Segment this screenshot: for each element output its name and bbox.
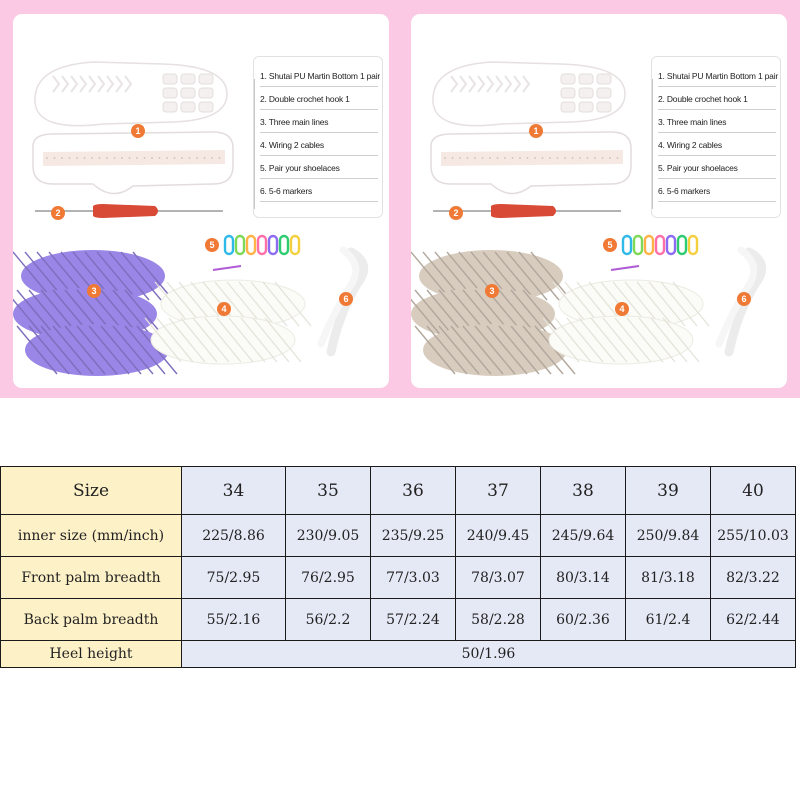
item-number-badge: 5 — [205, 238, 219, 252]
cell-value: 82/3.22 — [710, 556, 796, 599]
legend-item: 3. Three main lines — [260, 117, 329, 127]
contents-legend: 1. Shutai PU Martin Bottom 1 pair 2. Doub… — [651, 56, 781, 218]
size-chart-table: Size 34 35 36 37 38 39 40 inner size (mm… — [0, 466, 796, 668]
legend-divider — [658, 155, 776, 156]
legend-item: 5. Pair your shoelaces — [260, 163, 340, 173]
legend-item: 2. Double crochet hook 1 — [658, 94, 748, 104]
main-yarn-image — [411, 250, 576, 376]
size-header-row: Size 34 35 36 37 38 39 40 — [0, 466, 796, 515]
table-row: inner size (mm/inch) 225/8.86 230/9.05 2… — [0, 514, 796, 557]
stitch-markers-image — [610, 234, 699, 271]
legend-item: 3. Three main lines — [658, 117, 727, 127]
cell-value: 81/3.18 — [625, 556, 711, 599]
cell-value: 62/2.44 — [710, 598, 796, 641]
size-37: 37 — [455, 466, 541, 515]
cell-value: 230/9.05 — [285, 514, 371, 557]
cell-value: 56/2.2 — [285, 598, 371, 641]
kit-panel-purple: 1 2 3 4 5 6 1. Shutai PU Martin Bottom 1 pair 2… — [13, 14, 389, 388]
cell-value: 80/3.14 — [540, 556, 626, 599]
size-34: 34 — [181, 466, 286, 515]
wiring-cable-image — [144, 279, 312, 365]
cell-value: 245/9.64 — [540, 514, 626, 557]
crochet-hook-image — [433, 204, 621, 218]
legend-divider — [260, 155, 378, 156]
row-label-inner-size: inner size (mm/inch) — [0, 514, 182, 557]
stitch-markers-image — [212, 234, 301, 271]
cell-value: 61/2.4 — [625, 598, 711, 641]
legend-divider — [652, 79, 653, 209]
legend-divider — [658, 201, 776, 202]
item-number-badge: 1 — [529, 124, 543, 138]
wiring-cable-image — [542, 279, 710, 365]
legend-item: 2. Double crochet hook 1 — [260, 94, 350, 104]
legend-item: 1. Shutai PU Martin Bottom 1 pair — [658, 71, 779, 81]
kit-panel-beige: 1 2 3 4 5 6 1. Shutai PU Martin Bottom 1 pair 2… — [411, 14, 787, 388]
item-number-badge: 2 — [51, 206, 65, 220]
legend-divider — [254, 79, 255, 209]
shoelace-image — [715, 246, 767, 357]
legend-divider — [658, 178, 776, 179]
cell-value: 225/8.86 — [181, 514, 286, 557]
heel-height-value: 50/1.96 — [181, 640, 796, 668]
cell-value: 78/3.07 — [455, 556, 541, 599]
legend-divider — [658, 109, 776, 110]
cell-value: 75/2.95 — [181, 556, 286, 599]
cell-value: 240/9.45 — [455, 514, 541, 557]
shoelace-image — [317, 246, 369, 357]
cell-value: 255/10.03 — [710, 514, 796, 557]
cell-value: 76/2.95 — [285, 556, 371, 599]
legend-item: 1. Shutai PU Martin Bottom 1 pair — [260, 71, 381, 81]
cell-value: 57/2.24 — [370, 598, 456, 641]
cell-value: 77/3.03 — [370, 556, 456, 599]
product-banner: 1 2 3 4 5 6 1. Shutai PU Martin Bottom 1 pair 2… — [0, 0, 800, 398]
item-number-badge: 6 — [339, 292, 353, 306]
legend-item: 5. Pair your shoelaces — [658, 163, 738, 173]
size-header-label: Size — [0, 466, 182, 515]
row-label-front-palm: Front palm breadth — [0, 556, 182, 599]
table-row: Front palm breadth 75/2.95 76/2.95 77/3.… — [0, 556, 796, 599]
legend-item: 4. Wiring 2 cables — [260, 140, 324, 150]
crochet-hook-image — [35, 204, 223, 218]
cell-value: 55/2.16 — [181, 598, 286, 641]
legend-divider — [260, 86, 378, 87]
main-yarn-image — [13, 250, 178, 376]
size-36: 36 — [370, 466, 456, 515]
size-39: 39 — [625, 466, 711, 515]
legend-divider — [260, 109, 378, 110]
legend-item: 4. Wiring 2 cables — [658, 140, 722, 150]
item-number-badge: 3 — [87, 284, 101, 298]
table-row: Back palm breadth 55/2.16 56/2.2 57/2.24… — [0, 598, 796, 641]
legend-divider — [260, 178, 378, 179]
legend-item: 6. 5-6 markers — [658, 186, 710, 196]
cell-value: 60/2.36 — [540, 598, 626, 641]
item-number-badge: 5 — [603, 238, 617, 252]
size-40: 40 — [710, 466, 796, 515]
size-38: 38 — [540, 466, 626, 515]
sole-image — [32, 61, 234, 195]
sole-image — [430, 61, 632, 195]
cell-value: 250/9.84 — [625, 514, 711, 557]
row-label-heel-height: Heel height — [0, 640, 182, 668]
table-row: Heel height 50/1.96 — [0, 640, 796, 668]
size-35: 35 — [285, 466, 371, 515]
row-label-back-palm: Back palm breadth — [0, 598, 182, 641]
legend-divider — [658, 86, 776, 87]
kit-illustration — [13, 61, 369, 376]
item-number-badge: 4 — [615, 302, 629, 316]
item-number-badge: 4 — [217, 302, 231, 316]
kit-illustration — [411, 61, 767, 376]
legend-divider — [658, 132, 776, 133]
legend-divider — [260, 201, 378, 202]
cell-value: 58/2.28 — [455, 598, 541, 641]
item-number-badge: 1 — [131, 124, 145, 138]
item-number-badge: 6 — [737, 292, 751, 306]
legend-item: 6. 5-6 markers — [260, 186, 312, 196]
item-number-badge: 3 — [485, 284, 499, 298]
contents-legend: 1. Shutai PU Martin Bottom 1 pair 2. Doub… — [253, 56, 383, 218]
item-number-badge: 2 — [449, 206, 463, 220]
legend-divider — [260, 132, 378, 133]
cell-value: 235/9.25 — [370, 514, 456, 557]
